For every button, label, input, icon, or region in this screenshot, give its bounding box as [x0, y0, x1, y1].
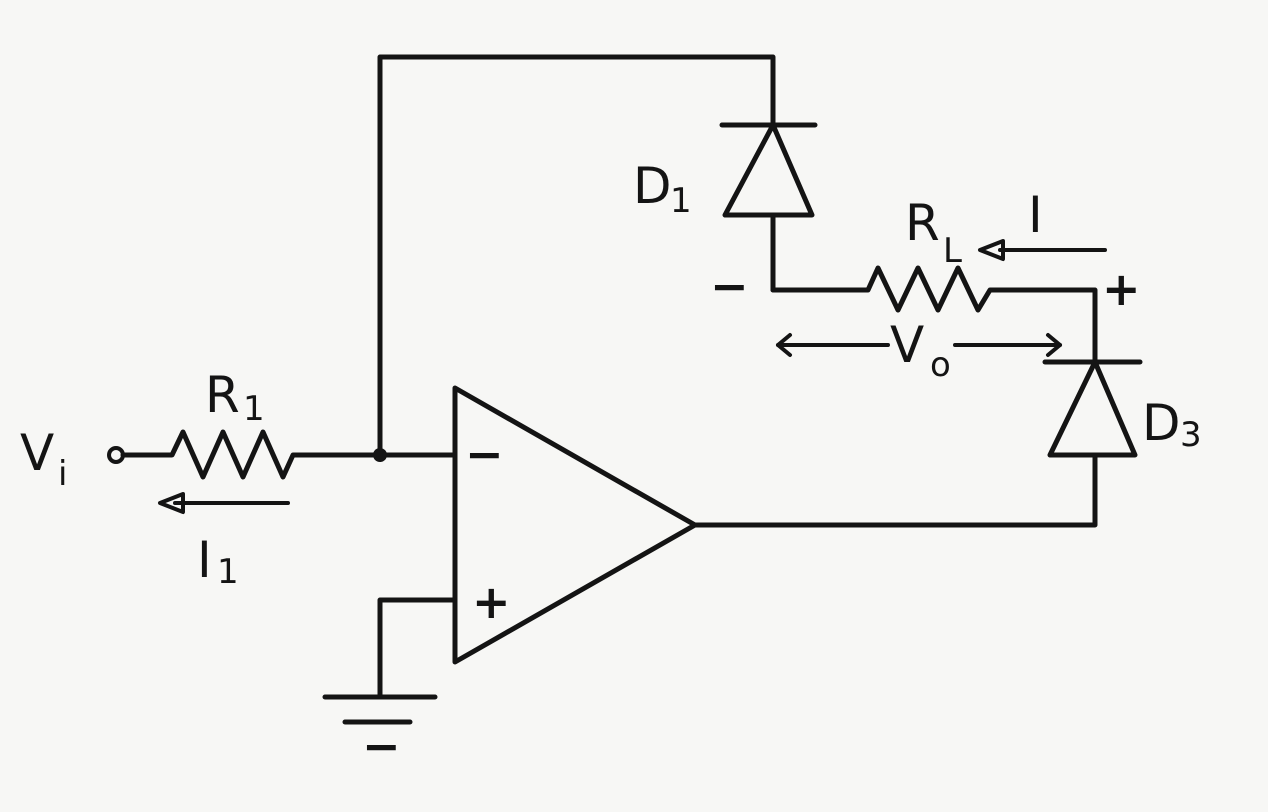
label-d3-sub: 3 — [1180, 415, 1202, 455]
label-i1: I — [197, 531, 212, 589]
current-arrow-i — [978, 239, 1107, 261]
rl-minus-sign: − — [710, 259, 749, 313]
label-r1-sub: 1 — [243, 389, 265, 429]
ground-symbol — [322, 694, 438, 725]
label-r1: R — [205, 366, 240, 424]
label-d1: D — [633, 157, 672, 215]
output-wire — [692, 452, 1098, 528]
vo-double-arrow — [776, 333, 1062, 357]
noninverting-input-wire — [377, 597, 458, 700]
resistor-rl — [770, 265, 1098, 365]
label-d3: D — [1142, 394, 1181, 452]
label-vo: V — [890, 316, 924, 374]
label-rl: R — [905, 194, 940, 252]
diode-d1 — [719, 122, 818, 293]
op-amp — [452, 385, 698, 665]
label-vo-sub: o — [930, 345, 951, 385]
ground-minus-sign: − — [362, 719, 401, 773]
rl-plus-sign: + — [1102, 262, 1141, 316]
feedback-wire — [377, 54, 776, 458]
label-vi: V — [20, 424, 54, 482]
label-i: I — [1028, 186, 1043, 244]
current-arrow-i1 — [158, 492, 290, 514]
opamp-plus-sign: + — [472, 575, 511, 629]
diode-d3 — [1042, 359, 1143, 458]
resistor-r1 — [120, 429, 383, 480]
opamp-minus-sign: − — [465, 427, 504, 481]
label-i1-sub: 1 — [217, 552, 239, 592]
label-d1-sub: 1 — [670, 181, 692, 221]
label-vi-sub: i — [58, 454, 67, 494]
label-rl-sub: L — [943, 231, 962, 271]
